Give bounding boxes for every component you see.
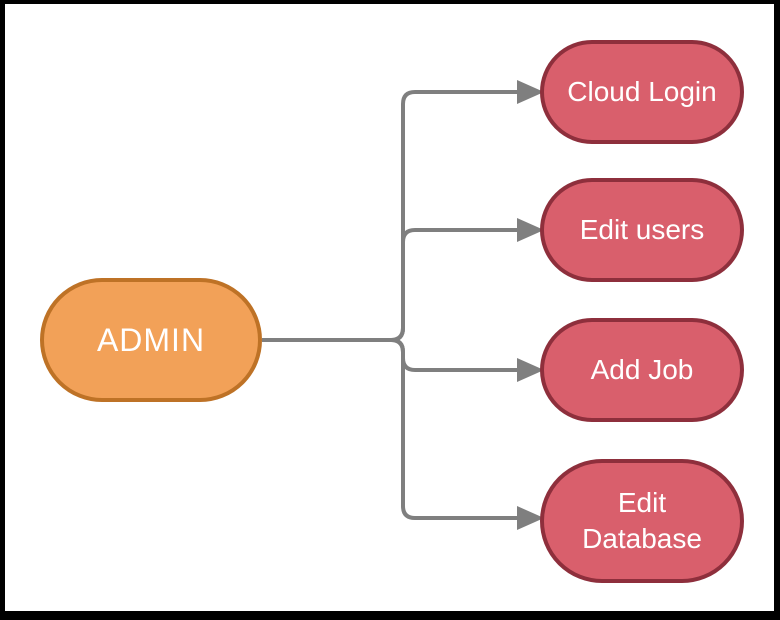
connector-admin-to-cloud-login: [262, 90, 518, 342]
connector-admin-to-add-job: [262, 338, 518, 372]
node-cloud-login-label: Cloud Login: [567, 76, 717, 108]
node-edit-database: Edit Database: [540, 459, 744, 583]
node-admin: ADMIN: [40, 278, 262, 402]
node-add-job: Add Job: [540, 318, 744, 422]
node-admin-label: ADMIN: [96, 321, 206, 358]
node-edit-users: Edit users: [540, 178, 744, 282]
node-cloud-login: Cloud Login: [540, 40, 744, 144]
connector-admin-to-edit-database: [262, 338, 518, 520]
node-add-job-label: Add Job: [590, 354, 694, 386]
node-edit-database-label-line2: Database: [582, 523, 702, 554]
connector-admin-to-edit-users: [262, 228, 518, 342]
node-edit-database-label-line1: Edit: [617, 487, 667, 519]
node-edit-users-label: Edit users: [579, 214, 705, 246]
